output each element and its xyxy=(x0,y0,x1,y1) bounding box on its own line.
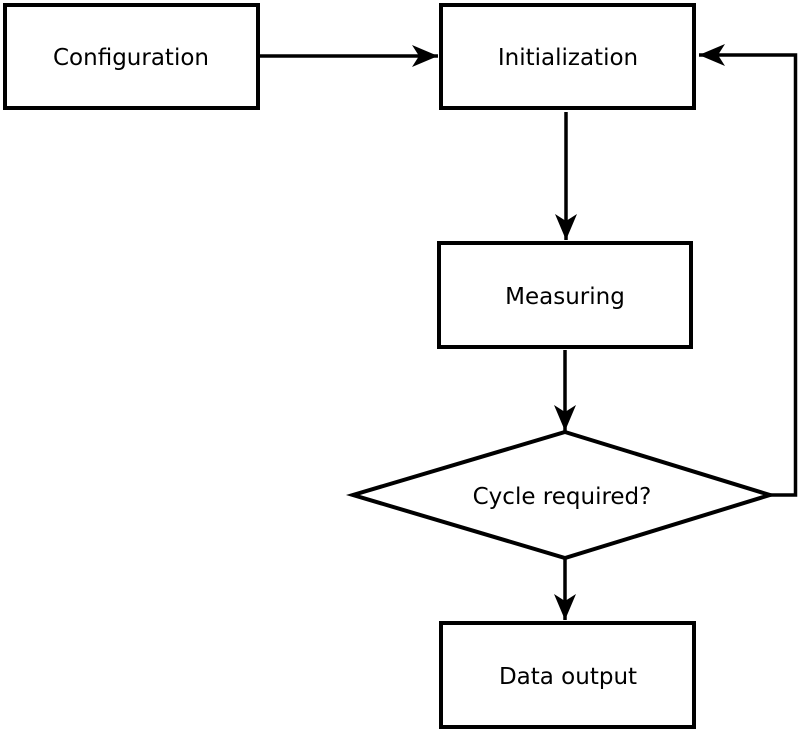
node-cycle-required: Cycle required? xyxy=(345,429,777,561)
edge-cycle-required-to-initialization-loop xyxy=(699,44,798,497)
node-configuration: Configuration xyxy=(3,3,260,110)
measuring-box xyxy=(437,241,693,349)
cycle-required-label: Cycle required? xyxy=(473,484,652,510)
measuring-label: Measuring xyxy=(505,284,625,310)
cycle-required-diamond xyxy=(345,429,777,561)
initialization-box xyxy=(439,3,696,110)
initialization-label: Initialization xyxy=(498,45,638,71)
node-measuring: Measuring xyxy=(437,241,693,349)
configuration-label: Configuration xyxy=(53,45,209,71)
node-initialization: Initialization xyxy=(439,3,696,110)
configuration-box xyxy=(3,3,260,110)
node-data-output: Data output xyxy=(439,621,696,729)
data-output-label: Data output xyxy=(499,664,637,690)
data-output-box xyxy=(439,621,696,729)
